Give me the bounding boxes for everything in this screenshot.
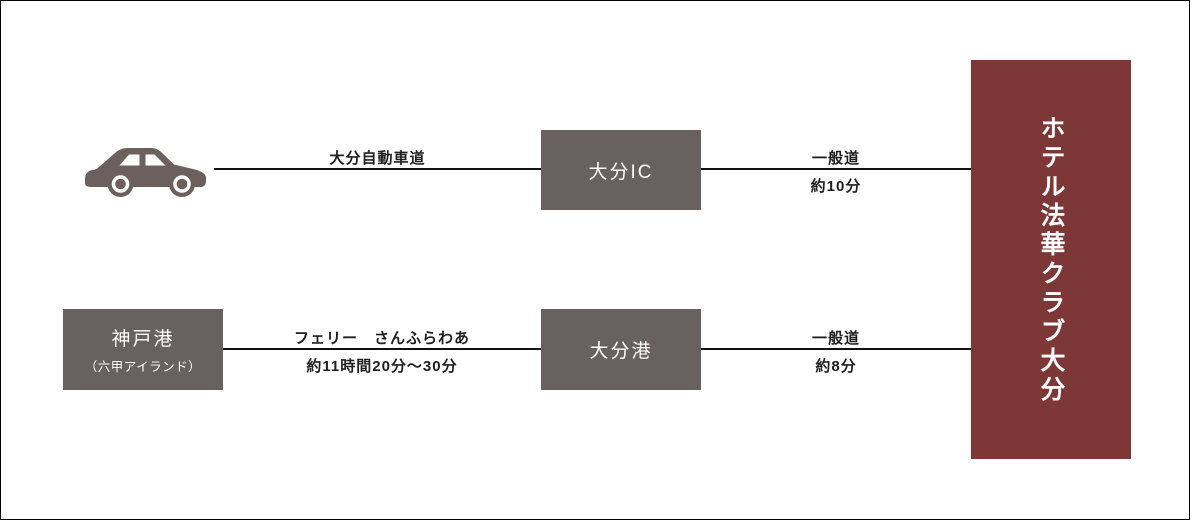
node-oita-port: 大分港 [541, 309, 701, 390]
node-oita-port-label: 大分港 [589, 341, 653, 362]
node-kobe-port-label: 神戸港 [111, 329, 175, 350]
car-route-line-2 [701, 168, 971, 170]
car-route-line-1 [214, 168, 541, 170]
ferry-route-segment1-label-top: フェリー さんふらわあ [293, 330, 470, 347]
hotel-destination-box: ホテル法華クラブ大分 [971, 60, 1131, 459]
node-oita-ic: 大分IC [541, 130, 701, 210]
car-route-segment1-label: 大分自動車道 [329, 150, 426, 167]
ferry-route-segment2-label-bottom: 約8分 [815, 358, 857, 375]
ferry-route-line-1 [223, 348, 541, 350]
node-kobe-port-sublabel: （六甲アイランド） [84, 360, 202, 374]
node-kobe-port: 神戸港 （六甲アイランド） [63, 309, 223, 390]
ferry-route-line-2 [701, 348, 971, 350]
ferry-route-segment2-label-top: 一般道 [811, 330, 860, 347]
car-icon [85, 148, 206, 197]
hotel-name: ホテル法華クラブ大分 [1037, 114, 1065, 405]
ferry-route-segment1-label-bottom: 約11時間20分〜30分 [306, 358, 458, 375]
car-route-segment2-label-bottom: 約10分 [810, 178, 862, 195]
car-route-segment2-label-top: 一般道 [811, 150, 860, 167]
node-oita-ic-label: 大分IC [588, 161, 654, 183]
